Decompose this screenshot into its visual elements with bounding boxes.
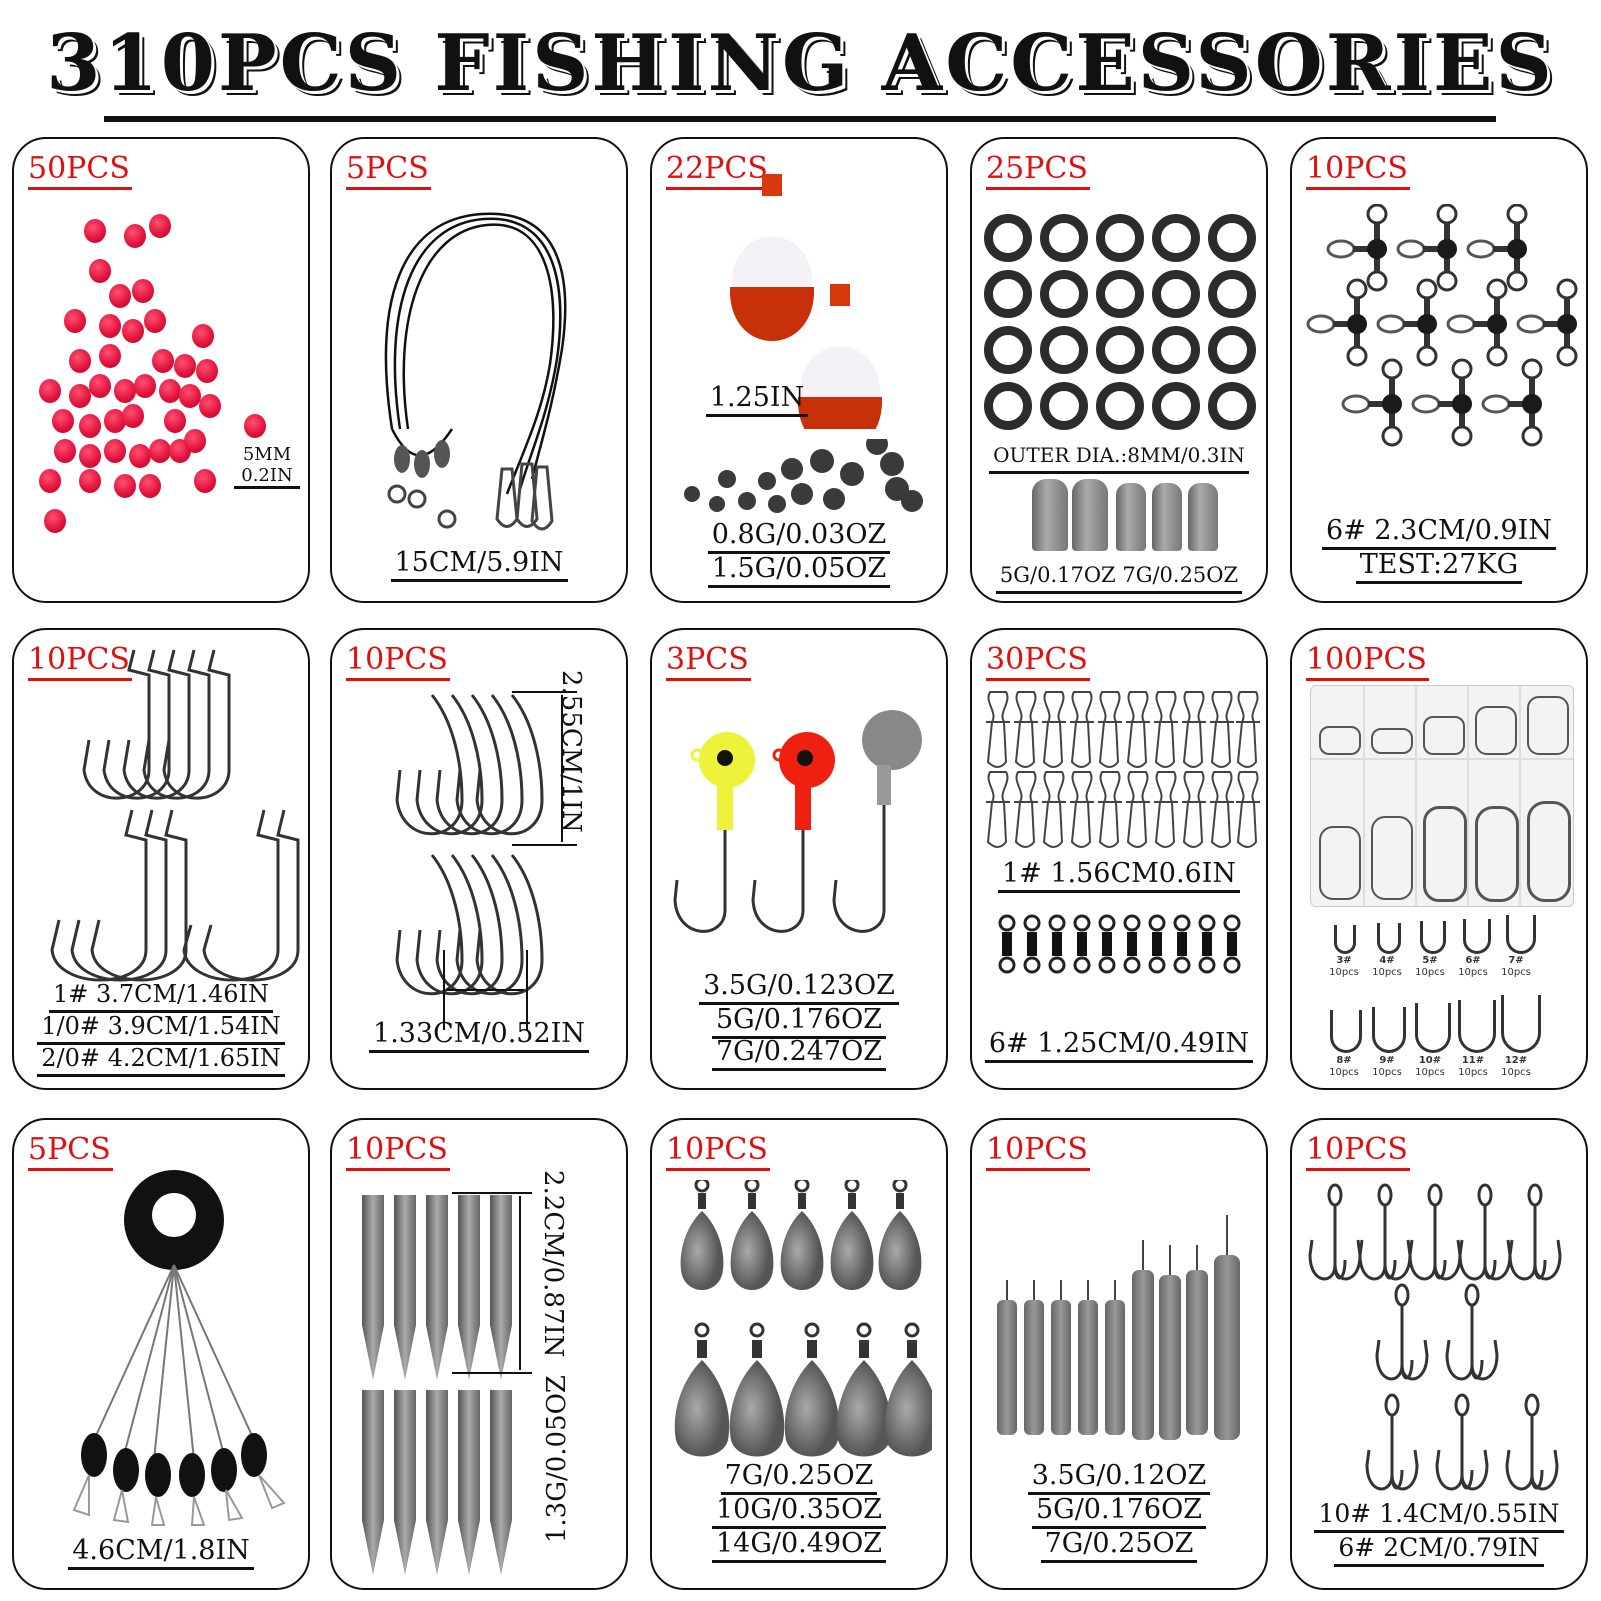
quantity-label: 10PCS [666,1132,770,1171]
spec-weight-1: 3.5G/0.12OZ [972,1460,1266,1495]
treble-hooks-image [1308,1183,1562,1491]
spec-weight-3: 7G/0.25OZ [972,1528,1266,1563]
title-underline [104,116,1496,122]
quantity-label: 22PCS [666,151,770,190]
three-way-swivels-image [1306,204,1579,447]
card-rings-bullet-sinkers: 25PCS OUTER DIA.:8MM/0.3IN 5G/0.17OZ 7G/… [970,137,1268,603]
nail-weights-image [362,1192,532,1575]
bobbers-image [729,174,883,429]
card-three-way-swivels: 10PCS 6# 2.3CM/0.9IN TEST:27KG [1290,137,1588,603]
spec-snap-size: 1# 1.56CM0.6IN [972,858,1266,893]
spec-bobber-size: 1.25IN [702,382,812,417]
spec-weight-2: 10G/0.35OZ [652,1494,946,1529]
spec-length: 4.6CM/1.8IN [14,1535,308,1570]
quantity-label: 10PCS [1306,151,1410,190]
spec-length-vertical: 2.2CM/0.87IN [538,1170,568,1358]
spec-size: 5MM 0.2IN [234,444,300,489]
quantity-label: 10PCS [346,1132,450,1171]
quantity-label: 10PCS [28,642,132,681]
quantity-label: 5PCS [28,1132,113,1171]
card-bobbers-split-shot: 22PCS 1.25IN 0.8G/0.03OZ 1.5G/0.05OZ [650,137,948,603]
card-drop-shot-weights: 10PCS 3.5G/0.12OZ 5G/0.176OZ 7G/0.25OZ [970,1118,1268,1590]
spec-length-vertical: 2.55CM/1IN [556,670,586,833]
rolling-swivels-image [998,914,1241,974]
card-treble-hooks: 10PCS 10# 1.4CM/0.55IN 6# 2CM/0.79IN [1290,1118,1588,1590]
page-title: 310PCS FISHING ACCESSORIES [46,18,1555,109]
card-nail-weights: 10PCS 2.2CM/0.87IN 1.3G/0.05OZ [330,1118,628,1590]
spec-weight-2: 5G/0.176OZ [972,1494,1266,1529]
quantity-label: 50PCS [28,151,132,190]
bead-sample [244,414,266,438]
quantity-label: 10PCS [346,642,450,681]
spec-weight-2: 5G/0.176OZ [652,1004,946,1039]
card-octopus-hooks: 10PCS 2.55CM/1IN 1.33CM/0.52IN [330,628,628,1090]
octopus-hooks-image [395,691,577,1030]
split-shot-image [684,439,923,513]
quantity-label: 10PCS [986,1132,1090,1171]
spec-weight-1: 7G/0.25OZ [652,1460,946,1495]
card-offset-worm-hooks: 10PCS 1# 3.7CM/1.46IN 1/0# 3.9CM/1.54IN … [12,628,310,1090]
wire-leaders-image [384,212,567,531]
spec-weight-3: 7G/0.247OZ [652,1036,946,1071]
spec-split-shot-2: 1.5G/0.05OZ [652,553,946,588]
hook-size-chart: 3#10pcs 4#10pcs 5#10pcs 6#10pcs 7#10pcs … [1322,915,1572,1085]
spec-weight-1: 3.5G/0.123OZ [652,970,946,1005]
quantity-label: 100PCS [1306,642,1429,681]
float-stoppers-image [72,1170,286,1526]
spec-size-1-0: 1/0# 3.9CM/1.54IN [14,1010,308,1045]
spec-length: 15CM/5.9IN [332,547,626,582]
quantity-label: 5PCS [346,151,431,190]
spec-size-1: 1# 3.7CM/1.46IN [14,978,308,1013]
card-teardrop-sinkers: 10PCS 7G/0.25OZ 10G/0.35OZ 14G/0.49OZ [650,1118,948,1590]
spec-sinker-weights: 5G/0.17OZ 7G/0.25OZ [972,559,1266,594]
beads-image [24,199,254,533]
spec-size-6: 6# 2CM/0.79IN [1292,1532,1586,1567]
bullet-sinkers-image [1032,479,1222,554]
spec-test: TEST:27KG [1292,549,1586,584]
spec-size-10: 10# 1.4CM/0.55IN [1292,1498,1586,1533]
quantity-label: 30PCS [986,642,1090,681]
spec-size: 6# 2.3CM/0.9IN [1292,515,1586,550]
card-jig-heads: 3PCS 3.5G/0.123OZ 5G/0.176OZ 7G/0.247OZ [650,628,948,1090]
quantity-label: 3PCS [666,642,751,681]
drop-shot-weights-image [997,1215,1240,1440]
spec-size-2-0: 2/0# 4.2CM/1.65IN [14,1042,308,1077]
spec-weight-vertical: 1.3G/0.05OZ [542,1375,572,1544]
spec-gap: 1.33CM/0.52IN [332,1018,626,1053]
card-wire-leaders: 5PCS 15CM/5.9IN [330,137,628,603]
quantity-label: 25PCS [986,151,1090,190]
spec-split-shot-1: 0.8G/0.03OZ [652,519,946,554]
card-float-stoppers: 5PCS 4.6CM/1.8IN [12,1118,310,1590]
spec-weight-3: 14G/0.49OZ [652,1528,946,1563]
spec-swivel-size: 6# 1.25CM/0.49IN [972,1028,1266,1063]
snaps-image [985,691,1261,848]
hook-box-image [1310,685,1574,907]
offset-hooks-image [50,649,300,982]
card-snaps-swivels: 30PCS 1# 1.56CM0.6IN 6# 1.25CM/0.49IN [970,628,1268,1090]
card-beads: 50PCS 5MM 0.2IN [12,137,310,603]
spec-outer-diameter: OUTER DIA.:8MM/0.3IN [972,439,1266,474]
quantity-label: 10PCS [1306,1132,1410,1171]
card-hook-box: 100PCS 3#10pcs 4#10pcs 5#10pcs 6#10pcs 7… [1290,628,1588,1090]
teardrop-sinkers-image [673,1180,932,1458]
rubber-rings-image [984,214,1264,439]
jig-heads-image [673,710,922,933]
